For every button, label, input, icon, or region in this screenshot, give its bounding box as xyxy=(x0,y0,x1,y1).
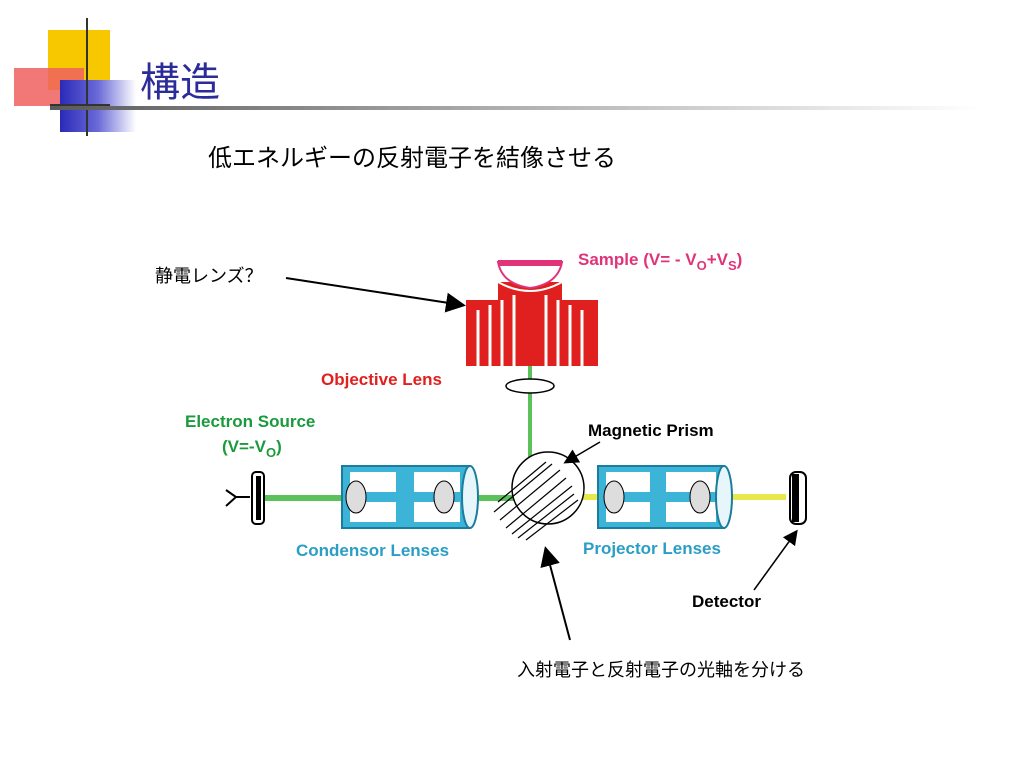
magnetic-prism-label: Magnetic Prism xyxy=(588,421,714,440)
source-aperture-core xyxy=(256,476,261,520)
detector-core xyxy=(792,474,799,522)
sample-label: Sample (V= - VO+VS) xyxy=(578,250,742,273)
annotation-electrostatic-lens: 静電レンズ？ xyxy=(155,266,263,287)
deco-vertical-line xyxy=(86,18,88,136)
objective-lens xyxy=(466,281,598,394)
arrow-electrostatic-lens xyxy=(285,277,466,313)
condensor-lenses-label: Condensor Lenses xyxy=(296,541,449,560)
objective-lens-label: Objective Lens xyxy=(321,370,442,389)
projector-lenses xyxy=(597,465,733,529)
title-underline xyxy=(50,106,980,110)
condensor-lenses xyxy=(341,465,479,529)
electron-source-voltage: (V=-VO) xyxy=(222,437,282,460)
sample-icon xyxy=(496,261,564,290)
page-subtitle: 低エネルギーの反射電子を結像させる xyxy=(208,144,616,172)
projector-lenses-label: Projector Lenses xyxy=(583,539,721,558)
arrow-prism-note xyxy=(540,546,571,641)
electron-source-label: Electron Source xyxy=(185,412,315,431)
arrow-detector xyxy=(753,529,798,591)
deco-horizontal-line xyxy=(50,104,110,106)
detector-label: Detector xyxy=(692,592,761,611)
magnetic-prism xyxy=(493,451,585,541)
sample-plate xyxy=(498,260,562,266)
page-title: 構造 xyxy=(140,60,220,106)
electron-source-icon xyxy=(225,489,238,507)
arrow-magnetic-prism xyxy=(563,441,601,464)
annotation-prism-note: 入射電子と反射電子の光軸を分ける xyxy=(517,660,805,681)
